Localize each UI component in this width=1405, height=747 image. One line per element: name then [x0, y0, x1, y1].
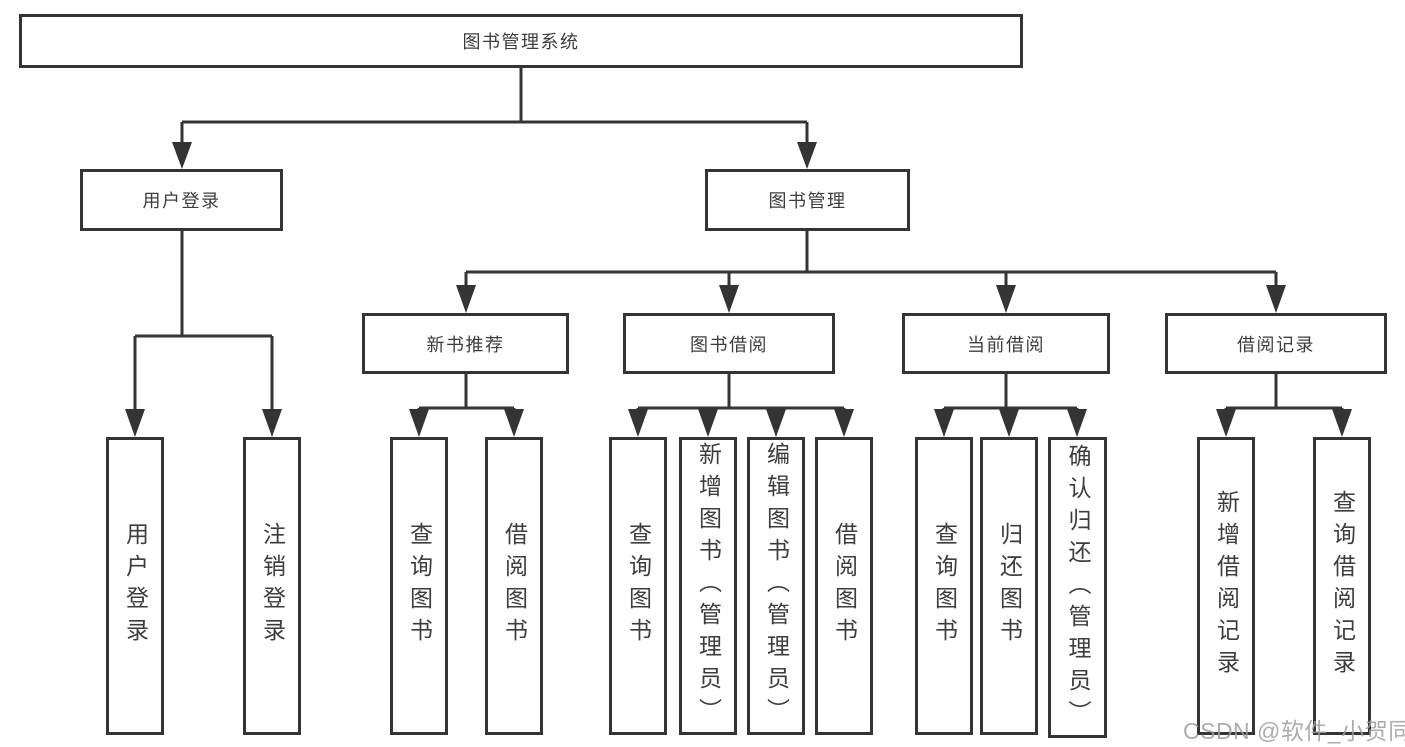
node-label: 图书管理系统	[462, 32, 580, 52]
node-rec-query-book: 查询图书	[390, 437, 448, 735]
node-book-management: 图书管理	[705, 169, 910, 231]
node-label: 用户登录	[142, 191, 221, 211]
node-borrowing-records: 借阅记录	[1165, 313, 1387, 374]
node-label: 归还图书	[996, 522, 1023, 650]
node-label: 注销登录	[259, 522, 286, 650]
node-cb-confirm-return-admin: 确认归还（管理员）	[1048, 437, 1107, 738]
node-label: 借阅记录	[1237, 334, 1315, 355]
node-label: 借阅图书	[501, 522, 528, 650]
node-new-book-recommend: 新书推荐	[362, 313, 569, 374]
node-bb-borrow-book: 借阅图书	[815, 437, 873, 735]
node-book-borrowing: 图书借阅	[623, 313, 835, 374]
node-current-borrowing: 当前借阅	[902, 313, 1110, 374]
node-label: 确认归还（管理员）	[1065, 443, 1091, 732]
node-leaf-logout: 注销登录	[243, 437, 301, 735]
node-label: 图书借阅	[690, 334, 768, 355]
watermark: CSDN @软件_小贺同学	[1183, 718, 1405, 744]
node-label: 查询图书	[931, 522, 958, 650]
node-label: 查询借阅记录	[1329, 490, 1356, 682]
node-label: 当前借阅	[967, 334, 1045, 355]
node-cb-query-book: 查询图书	[915, 437, 973, 735]
node-label: 用户登录	[122, 522, 149, 650]
node-cb-return-book: 归还图书	[980, 437, 1038, 735]
node-bb-add-book-admin: 新增图书（管理员）	[679, 437, 737, 735]
node-bb-edit-book-admin: 编辑图书（管理员）	[747, 437, 805, 735]
node-label: 编辑图书（管理员）	[763, 442, 790, 730]
node-leaf-user-login: 用户登录	[106, 437, 164, 735]
node-label: 查询图书	[406, 522, 433, 650]
node-label: 新书推荐	[426, 334, 505, 355]
node-user-login: 用户登录	[80, 169, 283, 231]
node-label: 新增图书（管理员）	[695, 442, 722, 730]
node-rec-borrow-book: 借阅图书	[485, 437, 543, 735]
node-label: 查询图书	[625, 522, 652, 650]
node-br-query-record: 查询借阅记录	[1313, 437, 1371, 735]
node-root: 图书管理系统	[19, 14, 1023, 68]
node-br-add-record: 新增借阅记录	[1197, 437, 1255, 735]
node-label: 新增借阅记录	[1213, 490, 1240, 682]
node-bb-query-book: 查询图书	[609, 437, 667, 735]
node-label: 图书管理	[768, 191, 847, 211]
node-label: 借阅图书	[831, 522, 858, 650]
